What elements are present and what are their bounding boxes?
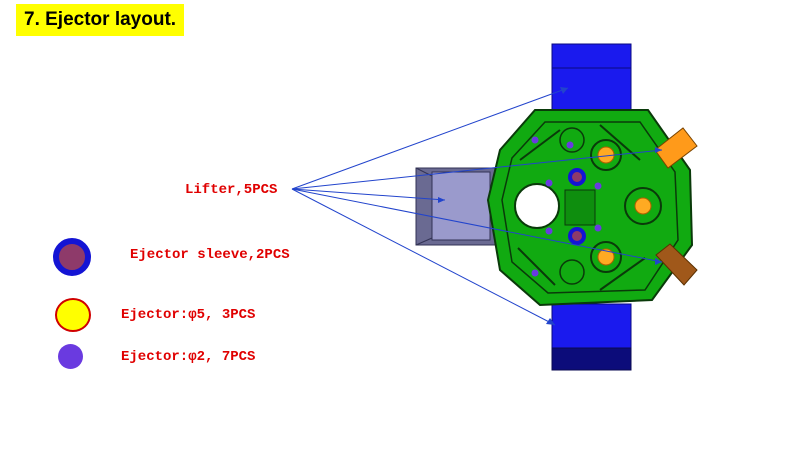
ejector-5-label: Ejector:φ5, 3PCS xyxy=(121,307,256,323)
ejector-2-pin xyxy=(594,224,602,232)
leader-arrowheads xyxy=(438,87,662,325)
ejector-sleeve-icon xyxy=(53,238,91,276)
ejector-2-pin xyxy=(594,182,602,190)
ejector-sleeve-label: Ejector sleeve,2PCS xyxy=(130,247,290,263)
ejector-2-pin xyxy=(545,227,553,235)
page-title: 7. Ejector layout. xyxy=(16,4,185,36)
ejector-2-icon xyxy=(58,344,83,369)
ejector-sleeve-top xyxy=(568,168,586,186)
lifter-block-top xyxy=(551,43,632,111)
ejector-5-icon xyxy=(55,298,91,332)
lifter-block-bottom xyxy=(551,303,632,371)
ejector-5-pin xyxy=(634,197,652,215)
ejector-sleeve-bottom xyxy=(568,227,586,245)
lifter-leader-lines xyxy=(291,87,663,326)
ejector-2-pin xyxy=(545,179,553,187)
ejector-2-label: Ejector:φ2, 7PCS xyxy=(121,349,256,365)
angled-slide-top xyxy=(654,127,698,169)
ejector-2-pin xyxy=(566,141,574,149)
ejector-2-pin xyxy=(531,136,539,144)
side-slide xyxy=(415,167,496,246)
mold-body xyxy=(486,109,694,307)
ejector-5-pin xyxy=(597,248,615,266)
lifter-label: Lifter,5PCS xyxy=(185,182,278,198)
ejector-2-pin xyxy=(531,269,539,277)
angled-slide-bottom xyxy=(655,243,698,286)
